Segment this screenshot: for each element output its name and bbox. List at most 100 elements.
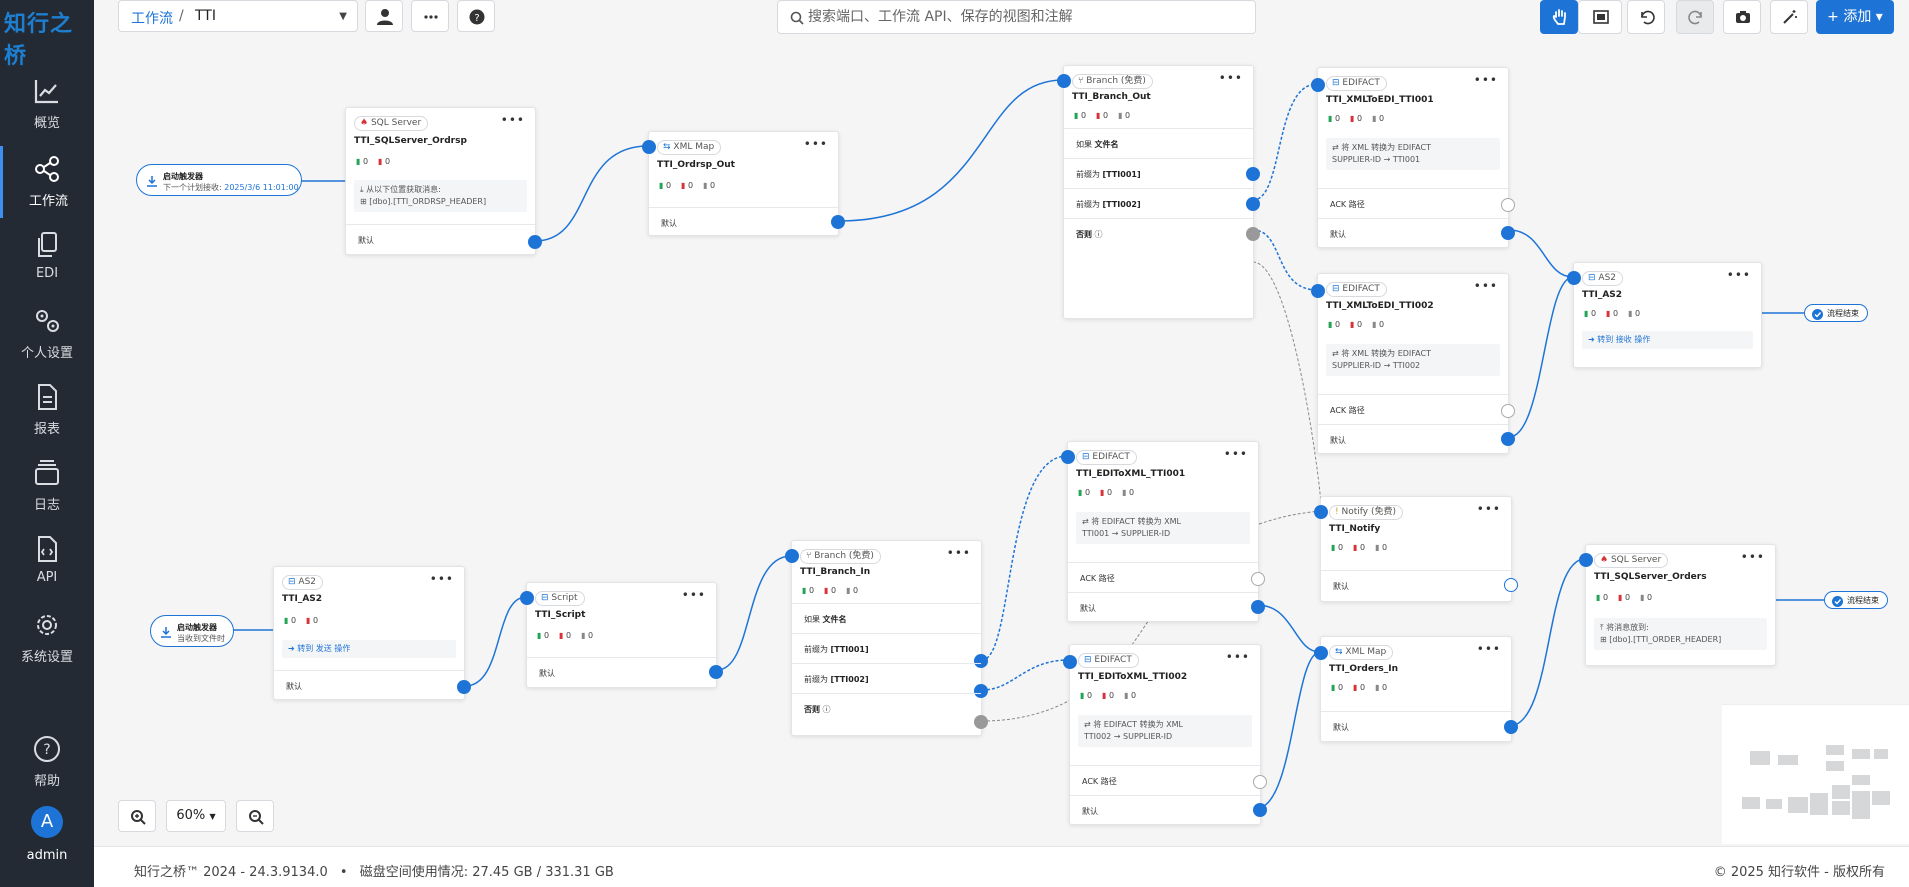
sidebar-item-system-settings[interactable]: 系统设置 [0, 602, 94, 674]
output-port[interactable] [1253, 803, 1267, 817]
input-port[interactable] [1314, 646, 1328, 660]
input-port[interactable] [1567, 271, 1581, 285]
output-port[interactable] [1504, 720, 1518, 734]
sidebar-item-reports[interactable]: 报表 [0, 374, 94, 446]
breadcrumb[interactable]: 工作流 / TTI ▼ [118, 0, 358, 32]
app-logo[interactable]: 知行之桥 [4, 12, 74, 69]
node-menu-button[interactable]: ••• [1473, 279, 1498, 293]
output-port[interactable] [1246, 167, 1260, 181]
node-as2-outbound[interactable]: ⊟ AS2 ••• TTI_AS2 ▮ 0▮ 0▮ 0 ➜ 转到 接收 操作 [1567, 262, 1762, 368]
output-port[interactable] [1246, 227, 1260, 241]
node-xmltoedi-tti001[interactable]: ⊟ EDIFACT ••• TTI_XMLToEDI_TTI001 ▮ 0▮ 0… [1311, 67, 1515, 248]
start-trigger-on-file[interactable]: 启动触发器 当收到文件时 [150, 615, 234, 647]
input-port[interactable] [1057, 74, 1071, 88]
sidebar-item-edi[interactable]: EDI [0, 222, 94, 294]
goto-send-link[interactable]: ➜ 转到 发送 操作 [282, 640, 456, 658]
node-menu-button[interactable]: ••• [1218, 71, 1243, 85]
help-button[interactable]: ? [457, 0, 495, 32]
node-menu-button[interactable]: ••• [803, 137, 828, 151]
output-port[interactable] [528, 235, 542, 249]
node-menu-button[interactable]: ••• [1225, 650, 1250, 664]
input-port[interactable] [642, 140, 656, 154]
more-options-button[interactable] [411, 0, 449, 32]
zoom-in-button[interactable] [118, 800, 156, 832]
sidebar-item-help[interactable]: ? 帮助 [0, 726, 94, 798]
node-xmlmap-ordrsp-out[interactable]: ⇆ XML Map ••• TTI_Ordrsp_Out ▮ 0▮ 0▮ 0 默… [642, 131, 845, 236]
user-name[interactable]: admin [26, 848, 68, 863]
input-port[interactable] [520, 591, 534, 605]
output-port[interactable] [1501, 226, 1515, 240]
pan-mode-button[interactable] [1540, 0, 1578, 34]
node-title: TTI_SQLServer_Orders [1594, 572, 1707, 582]
input-port[interactable] [785, 549, 799, 563]
search-input[interactable] [808, 5, 1248, 29]
output-port[interactable] [974, 654, 988, 668]
node-branch-in[interactable]: ⑂ Branch (免费) ••• TTI_Branch_In ▮ 0▮ 0▮ … [785, 540, 988, 736]
zoom-out-button[interactable] [236, 800, 274, 832]
input-port[interactable] [1314, 505, 1328, 519]
sidebar-item-api[interactable]: API [0, 526, 94, 598]
output-port[interactable] [1246, 197, 1260, 211]
select-mode-button[interactable] [1578, 0, 1622, 34]
output-port[interactable] [1504, 578, 1518, 592]
node-xmlmap-orders-in[interactable]: ⇆ XML Map ••• TTI_Orders_In ▮ 0▮ 0▮ 0 默认 [1314, 636, 1518, 742]
start-trigger-scheduled[interactable]: 启动触发器 下一个计划接收: 2025/3/6 11:01:00 [136, 164, 302, 196]
sidebar-item-overview[interactable]: 概览 [0, 68, 94, 140]
undo-button[interactable] [1627, 0, 1665, 34]
node-menu-button[interactable]: ••• [500, 113, 525, 127]
sidebar-item-logs[interactable]: 日志 [0, 450, 94, 522]
output-port[interactable] [709, 665, 723, 679]
screenshot-button[interactable] [1723, 0, 1761, 34]
input-port[interactable] [1311, 284, 1325, 298]
output-port[interactable] [457, 680, 471, 694]
ack-output-port[interactable] [1501, 198, 1515, 212]
node-sqlserver-orders[interactable]: ♠ SQL Server ••• TTI_SQLServer_Orders ▮ … [1579, 544, 1776, 666]
node-menu-button[interactable]: ••• [946, 546, 971, 560]
node-menu-button[interactable]: ••• [1476, 502, 1501, 516]
node-menu-button[interactable]: ••• [1726, 268, 1751, 282]
node-xmltoedi-tti002[interactable]: ⊟ EDIFACT ••• TTI_XMLToEDI_TTI002 ▮ 0▮ 0… [1311, 273, 1515, 454]
output-row-default: 默认 [1318, 218, 1508, 248]
redo-button[interactable] [1676, 0, 1714, 34]
input-port[interactable] [1579, 553, 1593, 567]
input-port[interactable] [1063, 655, 1077, 669]
node-menu-button[interactable]: ••• [1473, 73, 1498, 87]
node-menu-button[interactable]: ••• [681, 588, 706, 602]
goto-receive-link[interactable]: ➜ 转到 接收 操作 [1582, 331, 1753, 349]
info-icon: ⓘ [1094, 230, 1103, 239]
zoom-level-select[interactable]: 60% ▼ [166, 800, 226, 832]
node-menu-button[interactable]: ••• [1476, 642, 1501, 656]
breadcrumb-root-link[interactable]: 工作流 [131, 11, 173, 27]
table-icon: ⊞ [360, 197, 367, 206]
output-port[interactable] [974, 715, 988, 729]
add-button[interactable]: + 添加 ▾ [1816, 0, 1894, 34]
sidebar-item-personal-settings[interactable]: 个人设置 [0, 298, 94, 370]
output-port[interactable] [1501, 432, 1515, 446]
search-bar[interactable] [777, 0, 1256, 34]
input-port[interactable] [1311, 78, 1325, 92]
avatar[interactable]: A [31, 806, 63, 838]
output-port[interactable] [831, 215, 845, 229]
node-editoxml-tti001[interactable]: ⊟ EDIFACT ••• TTI_EDIToXML_TTI001 ▮ 0▮ 0… [1061, 441, 1265, 622]
node-branch-out[interactable]: ⑂ Branch (免费) ••• TTI_Branch_Out ▮ 0▮ 0▮… [1057, 65, 1260, 319]
node-menu-button[interactable]: ••• [1223, 447, 1248, 461]
node-menu-button[interactable]: ••• [1740, 550, 1765, 564]
node-editoxml-tti002[interactable]: ⊟ EDIFACT ••• TTI_EDIToXML_TTI002 ▮ 0▮ 0… [1063, 644, 1267, 825]
ack-output-port[interactable] [1251, 572, 1265, 586]
ack-output-port[interactable] [1253, 775, 1267, 789]
node-sqlserver-ordrsp[interactable]: ♠ SQL Server ••• TTI_SQLServer_Ordrsp ▮ … [345, 107, 542, 255]
output-port[interactable] [1251, 600, 1265, 614]
auto-layout-button[interactable] [1770, 0, 1808, 34]
minimap[interactable] [1722, 704, 1909, 844]
output-port[interactable] [974, 684, 988, 698]
ack-output-port[interactable] [1501, 404, 1515, 418]
node-script[interactable]: ⊟ Script ••• TTI_Script ▮ 0▮ 0▮ 0 默认 [520, 582, 723, 688]
input-port[interactable] [1061, 450, 1075, 464]
node-notify[interactable]: ! Notify (免费) ••• TTI_Notify ▮ 0▮ 0▮ 0 默… [1314, 496, 1518, 602]
workflow-canvas[interactable]: 启动触发器 下一个计划接收: 2025/3/6 11:01:00 ♠ SQL S… [94, 40, 1909, 846]
user-filter-button[interactable] [365, 0, 403, 32]
node-as2-inbound[interactable]: ⊟ AS2 ••• TTI_AS2 ▮ 0▮ 0 ➜ 转到 发送 操作 默认 [273, 566, 471, 700]
sidebar-item-workflow[interactable]: 工作流 [0, 146, 94, 218]
node-menu-button[interactable]: ••• [429, 572, 454, 586]
chevron-down-icon[interactable]: ▼ [339, 11, 347, 22]
